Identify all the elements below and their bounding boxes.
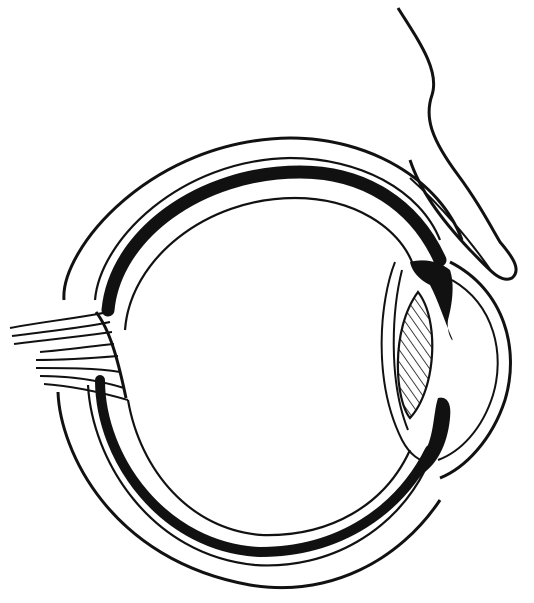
eyelid-outline <box>398 8 516 279</box>
optic-nerve-bundle <box>10 312 128 400</box>
lens-hatched <box>398 292 432 418</box>
retina-outline <box>125 198 412 535</box>
choroid-dark-band <box>108 172 440 310</box>
